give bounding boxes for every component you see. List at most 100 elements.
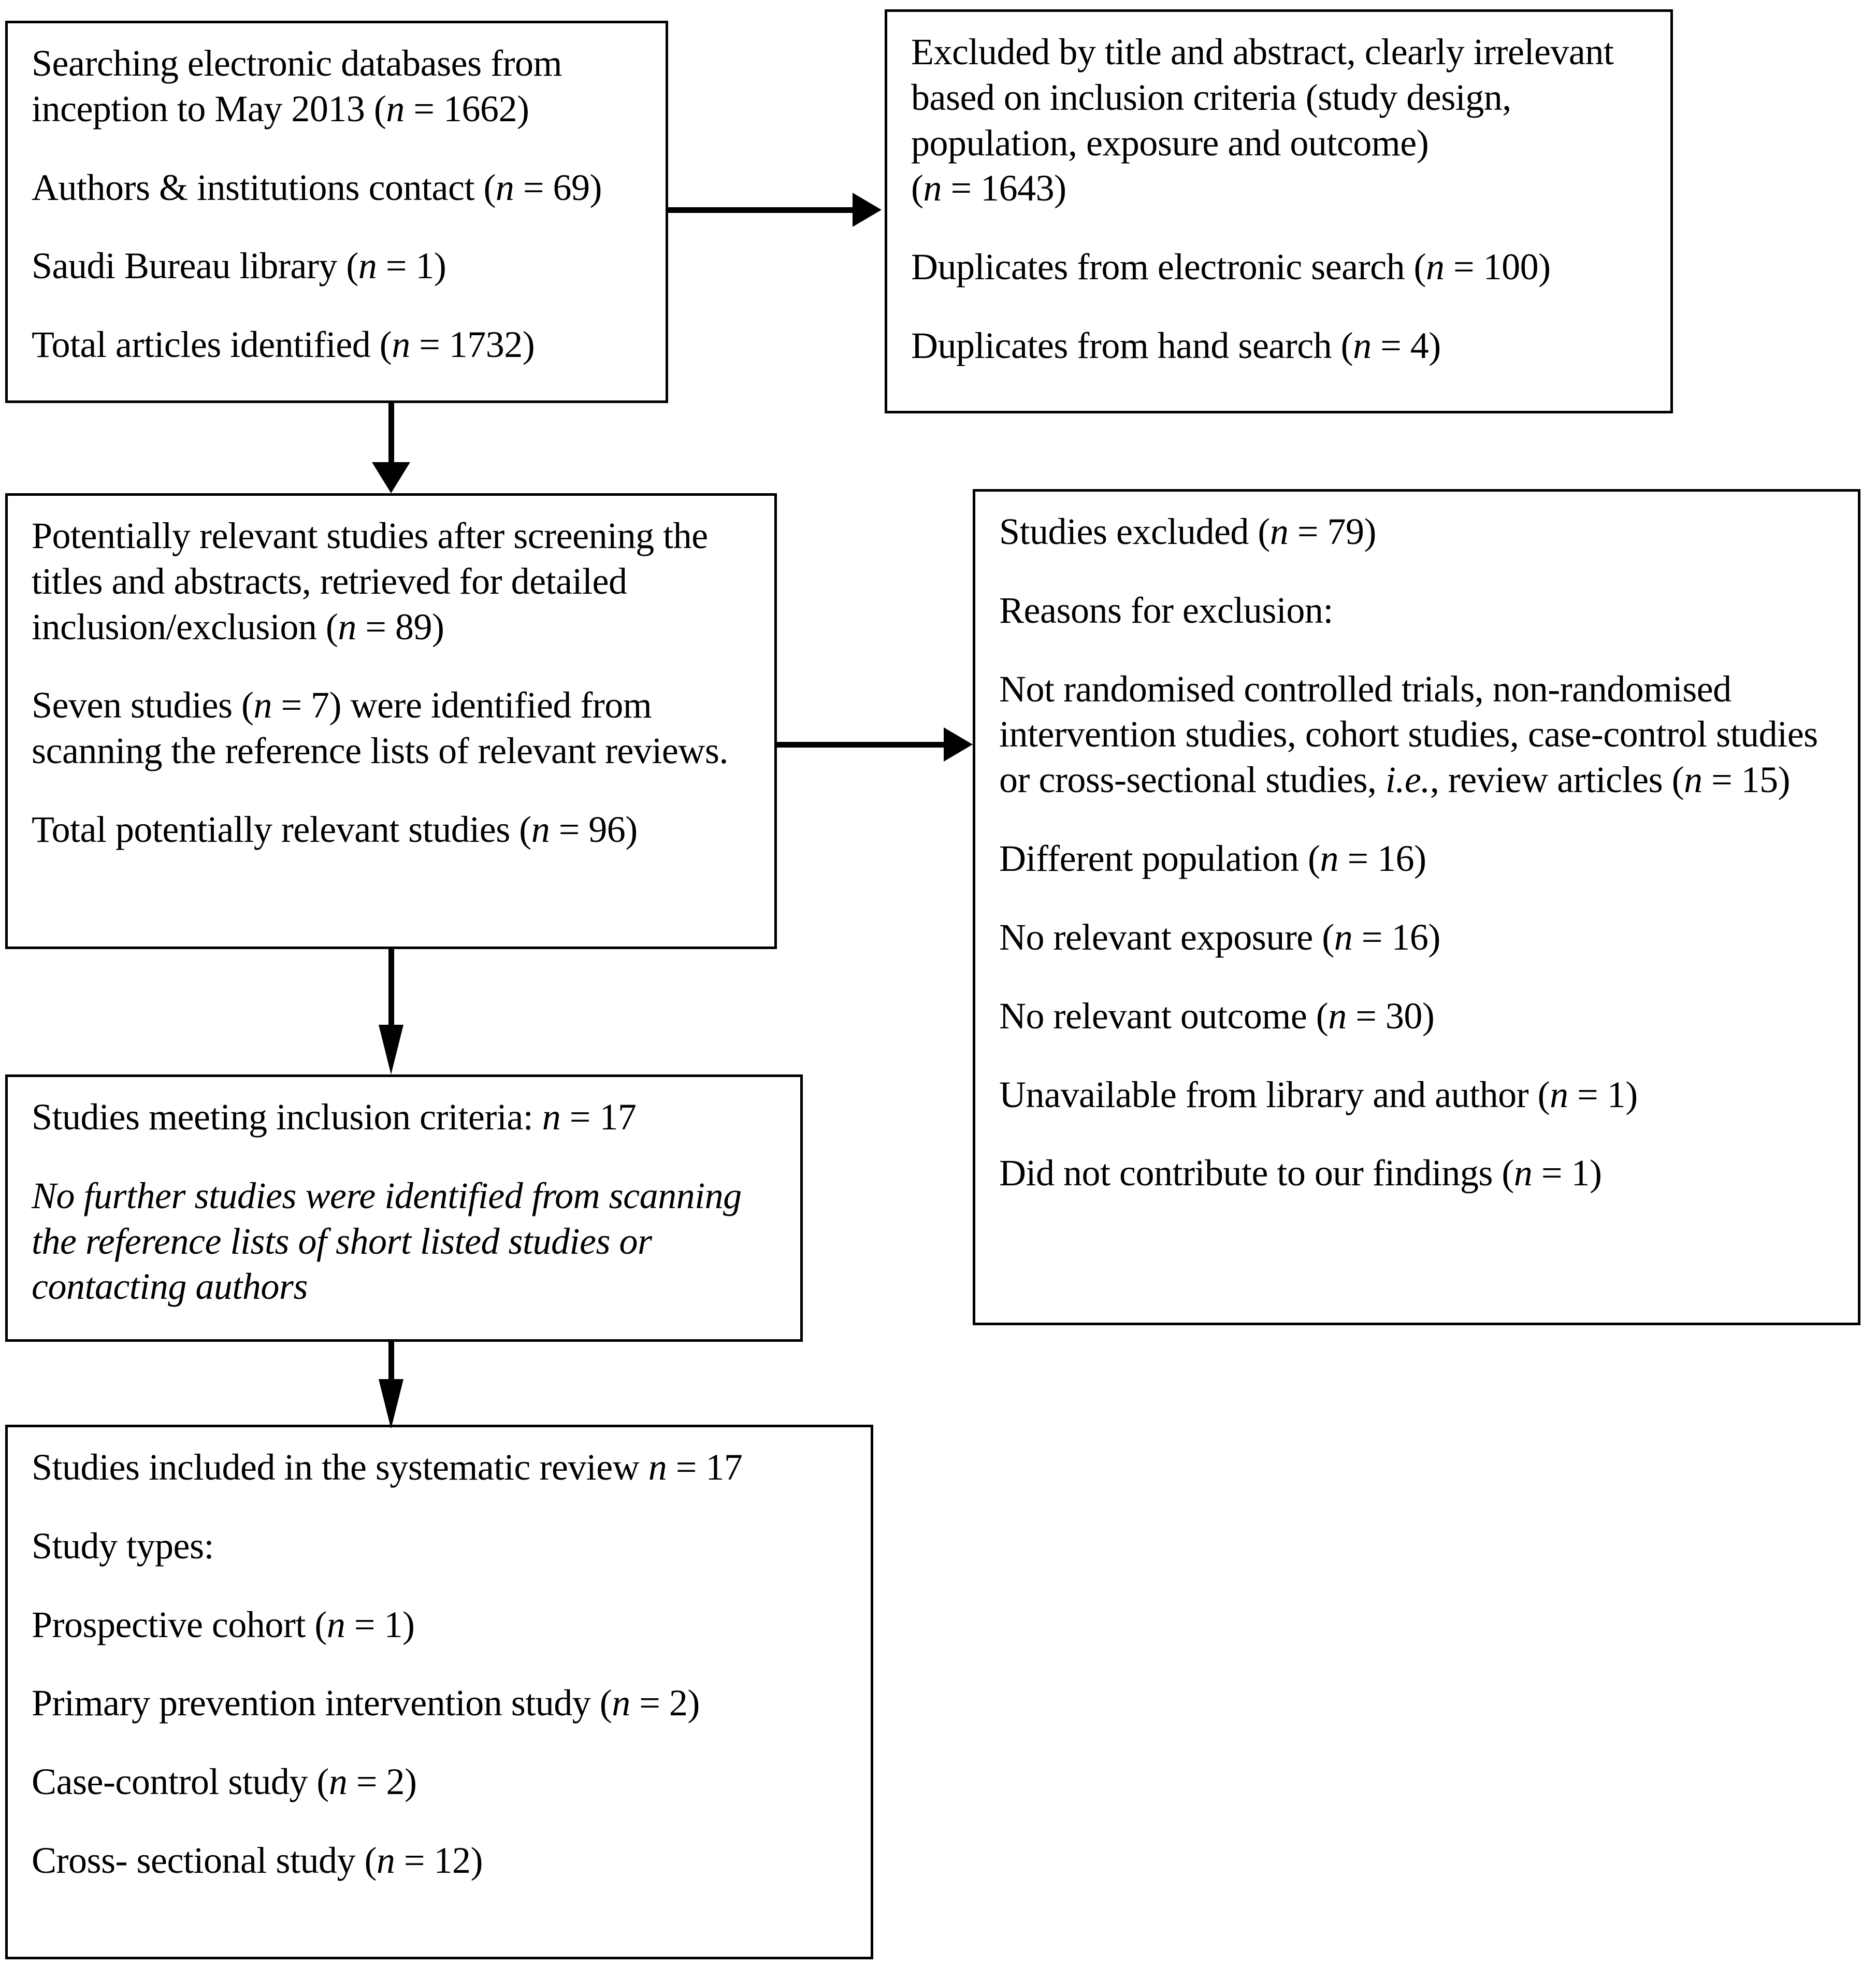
included-study-type-1-text-c: = 1) — [345, 1603, 415, 1645]
identification-line-1-text-c: = 1662) — [404, 88, 529, 130]
n-symbol: n — [358, 245, 377, 287]
studies-excluded-reason-4-text-c: = 30) — [1346, 995, 1435, 1037]
excluded-title-line-1-text-a: Excluded by title and abstract, clearly … — [911, 31, 1614, 209]
studies-excluded-reason-1-text-c: = 15) — [1702, 759, 1791, 801]
identification-line-4-text-c: = 1732) — [410, 324, 535, 366]
studies-excluded-line-1-text-c: = 79) — [1288, 511, 1377, 552]
n-symbol: n — [1353, 325, 1372, 367]
studies-excluded-reason-4-text-a: No relevant outcome ( — [999, 995, 1329, 1037]
identification-line-3-text-a: Saudi Bureau library ( — [32, 245, 358, 287]
identification-line-1-text-a: Searching electronic databases from — [32, 42, 562, 84]
n-symbol: n — [531, 809, 550, 851]
n-symbol: n — [495, 166, 514, 208]
n-symbol: n — [1320, 838, 1339, 880]
arrow-head-right-icon — [944, 727, 973, 762]
identification-line-3-text-c: = 1) — [377, 245, 446, 287]
studies-excluded-line-1-text-a: Studies excluded ( — [999, 511, 1270, 552]
n-symbol: n — [1684, 759, 1702, 801]
connector-identification-to-potentially-line — [388, 403, 394, 464]
excluded-title-line-1-text-c: = 1643) — [941, 167, 1066, 209]
potentially-line-3-text-c: = 96) — [550, 809, 638, 851]
box-studies-meeting-inclusion-criteria: Studies meeting inclusion criteria: n = … — [5, 1074, 803, 1342]
excluded-title-line-3-text-a: Duplicates from hand search ( — [911, 325, 1353, 367]
n-symbol: n — [326, 1603, 345, 1645]
n-symbol: n — [1550, 1073, 1568, 1115]
studies-excluded-reason-6: Did not contribute to our findings (n = … — [999, 1151, 1837, 1196]
arrow-head-down-icon — [379, 1379, 403, 1429]
identification-line-2-text-a: Authors & institutions contact ( — [32, 166, 496, 208]
potentially-line-2-text-b: = 7) were identified from scanning the r… — [32, 684, 728, 772]
studies-excluded-reason-5-text-c: = 1) — [1568, 1073, 1638, 1115]
n-symbol: n — [1269, 511, 1289, 552]
n-symbol: n — [1328, 995, 1347, 1037]
excluded-title-line-3: Duplicates from hand search (n = 4) — [911, 323, 1650, 369]
connector-potentially-to-inclusion-line — [388, 949, 394, 1026]
n-symbol: n — [648, 1446, 667, 1488]
arrow-head-down-icon — [379, 1025, 403, 1074]
studies-excluded-reason-1: Not randomised controlled trials, non-ra… — [999, 667, 1837, 803]
potentially-line-3-text-a: Total potentially relevant studies ( — [32, 809, 531, 851]
box-excluded-by-title-and-abstract: Excluded by title and abstract, clearly … — [885, 9, 1673, 413]
identification-line-2-text-c: = 69) — [514, 166, 602, 208]
studies-excluded-reason-1-text-b: , review articles ( — [1430, 759, 1684, 801]
studies-excluded-line-1: Studies excluded (n = 79) — [999, 509, 1837, 555]
included-study-type-2: Primary prevention intervention study (n… — [32, 1681, 850, 1726]
potentially-line-2: Seven studies (n = 7) were identified fr… — [32, 683, 754, 774]
n-symbol: n — [338, 606, 356, 648]
potentially-line-3: Total potentially relevant studies (n = … — [32, 807, 754, 853]
identification-line-3: Saudi Bureau library (n = 1) — [32, 243, 645, 289]
studies-excluded-reason-2: Different population (n = 16) — [999, 836, 1837, 882]
box-potentially-relevant-studies: Potentially relevant studies after scree… — [5, 493, 777, 949]
included-study-type-4-text-c: = 12) — [395, 1840, 483, 1882]
excluded-title-line-3-text-c: = 4) — [1371, 325, 1441, 367]
included-line-1: Studies included in the systematic revie… — [32, 1445, 850, 1490]
ie-abbreviation: i.e. — [1385, 759, 1430, 801]
included-study-type-4: Cross- sectional study (n = 12) — [32, 1838, 850, 1884]
box-studies-excluded: Studies excluded (n = 79) Reasons for ex… — [973, 489, 1860, 1325]
identification-line-1-text-b: inception to May 2013 ( — [32, 88, 386, 130]
studies-excluded-reason-5: Unavailable from library and author (n =… — [999, 1072, 1837, 1118]
n-symbol: n — [612, 1682, 630, 1724]
identification-line-1: Searching electronic databases from ince… — [32, 41, 645, 132]
box-studies-included-in-review: Studies included in the systematic revie… — [5, 1425, 873, 1959]
n-symbol: n — [386, 88, 405, 130]
studies-excluded-reason-2-text-c: = 16) — [1338, 838, 1427, 880]
potentially-line-1: Potentially relevant studies after scree… — [32, 513, 754, 650]
studies-excluded-reason-2-text-a: Different population ( — [999, 838, 1320, 880]
potentially-line-2-text-a: Seven studies ( — [32, 684, 254, 726]
identification-line-2: Authors & institutions contact (n = 69) — [32, 165, 645, 211]
studies-excluded-reason-3-text-c: = 16) — [1352, 916, 1441, 958]
studies-excluded-reasons-heading: Reasons for exclusion: — [999, 589, 1333, 631]
included-study-type-1: Prospective cohort (n = 1) — [32, 1602, 850, 1648]
connector-identification-to-excluded-title-line — [668, 207, 853, 213]
excluded-title-line-2: Duplicates from electronic search (n = 1… — [911, 245, 1650, 290]
n-symbol: n — [923, 167, 942, 209]
arrow-head-right-icon — [853, 193, 882, 227]
studies-excluded-reason-5-text-a: Unavailable from library and author ( — [999, 1073, 1550, 1115]
excluded-title-line-2-text-a: Duplicates from electronic search ( — [911, 246, 1426, 288]
studies-excluded-reason-6-text-a: Did not contribute to our findings ( — [999, 1152, 1514, 1194]
excluded-title-line-1: Excluded by title and abstract, clearly … — [911, 30, 1650, 211]
connector-inclusion-to-included-line — [388, 1342, 394, 1380]
n-symbol: n — [392, 324, 410, 366]
connector-potentially-to-studies-excluded-line — [777, 742, 944, 748]
n-symbol: n — [1513, 1152, 1533, 1194]
arrow-head-down-icon — [372, 462, 410, 493]
inclusion-line-1: Studies meeting inclusion criteria: n = … — [32, 1095, 780, 1140]
included-study-type-3-text-c: = 2) — [347, 1761, 417, 1803]
included-line-1-text-a: Studies included in the systematic revie… — [32, 1446, 648, 1488]
included-study-type-3: Case-control study (n = 2) — [32, 1759, 850, 1805]
included-study-types-heading: Study types: — [32, 1525, 214, 1567]
n-symbol: n — [376, 1840, 395, 1882]
potentially-line-1-text-c: = 89) — [356, 606, 444, 648]
studies-excluded-reason-4: No relevant outcome (n = 30) — [999, 994, 1837, 1039]
included-study-type-1-text-a: Prospective cohort ( — [32, 1603, 327, 1645]
identification-line-4: Total articles identified (n = 1732) — [32, 322, 645, 368]
box-identification: Searching electronic databases from ince… — [5, 21, 668, 403]
n-symbol: n — [542, 1096, 561, 1138]
n-symbol: n — [253, 684, 272, 726]
n-symbol: n — [328, 1761, 348, 1803]
included-study-type-2-text-a: Primary prevention intervention study ( — [32, 1682, 612, 1724]
potentially-line-1-text-a: Potentially relevant studies after scree… — [32, 515, 708, 648]
